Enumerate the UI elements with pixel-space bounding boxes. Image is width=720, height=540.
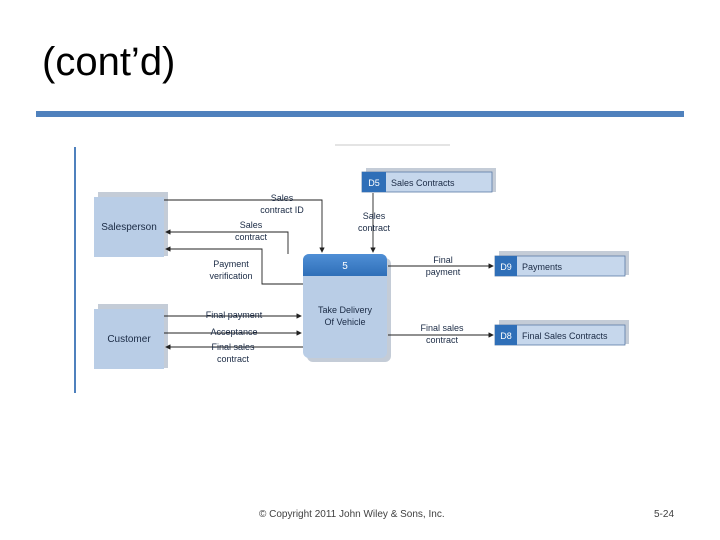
svg-text:contract: contract (358, 223, 391, 233)
store-name-payments: Payments (522, 262, 563, 272)
datastore-sales-contracts: D5 Sales Contracts (361, 168, 496, 193)
flow-final-sales-contract-to-store: Final sales contract (388, 323, 494, 345)
page-number: 5-24 (654, 509, 675, 520)
store-id-d8: D8 (500, 331, 512, 341)
flow-sales-contract-id: Sales contract ID (164, 193, 325, 253)
salesperson-label: Salesperson (101, 222, 157, 233)
flow-final-payment-to-store: Final payment (388, 255, 494, 277)
process-number: 5 (342, 261, 348, 272)
slide-title: (cont’d) (42, 40, 176, 84)
svg-text:Payment: Payment (213, 259, 249, 269)
svg-text:contract: contract (217, 354, 250, 364)
svg-text:Acceptance: Acceptance (210, 327, 257, 337)
svg-text:Final sales: Final sales (211, 342, 255, 352)
flow-sales-contract-from-store: Sales contract (358, 193, 391, 253)
flow-sales-contract-to-salesperson: Sales contract (165, 220, 289, 254)
svg-text:Sales: Sales (363, 211, 386, 221)
store-id-d9: D9 (500, 262, 512, 272)
left-accent-line (74, 147, 76, 393)
process-name-line1: Take Delivery (318, 305, 373, 315)
svg-text:Final sales: Final sales (420, 323, 464, 333)
store-id-d5: D5 (368, 178, 380, 188)
svg-text:verification: verification (209, 271, 252, 281)
svg-text:contract ID: contract ID (260, 205, 304, 215)
flow-final-payment-in: Final payment (164, 310, 302, 320)
flow-final-sales-contract-out: Final sales contract (165, 342, 303, 364)
customer-entity: Customer (94, 304, 168, 369)
flow-payment-verification: Payment verification (165, 246, 303, 285)
svg-text:contract: contract (235, 232, 268, 242)
store-name-sales-contracts: Sales Contracts (391, 178, 455, 188)
process-5: 5 Take Delivery Of Vehicle (303, 254, 391, 362)
title-divider (36, 111, 684, 117)
svg-text:payment: payment (426, 267, 461, 277)
datastore-payments: D9 Payments (494, 251, 629, 277)
svg-text:Final payment: Final payment (206, 310, 263, 320)
customer-label: Customer (107, 334, 151, 345)
svg-text:Sales: Sales (271, 193, 294, 203)
svg-text:contract: contract (426, 335, 459, 345)
copyright-footer: © Copyright 2011 John Wiley & Sons, Inc. (259, 509, 445, 520)
svg-text:Final: Final (433, 255, 453, 265)
flow-acceptance: Acceptance (164, 327, 302, 337)
datastore-final-sales-contracts: D8 Final Sales Contracts (494, 320, 629, 346)
svg-text:Sales: Sales (240, 220, 263, 230)
process-name-line2: Of Vehicle (324, 317, 365, 327)
store-name-final-sales-contracts: Final Sales Contracts (522, 331, 608, 341)
salesperson-entity: Salesperson (94, 192, 168, 257)
